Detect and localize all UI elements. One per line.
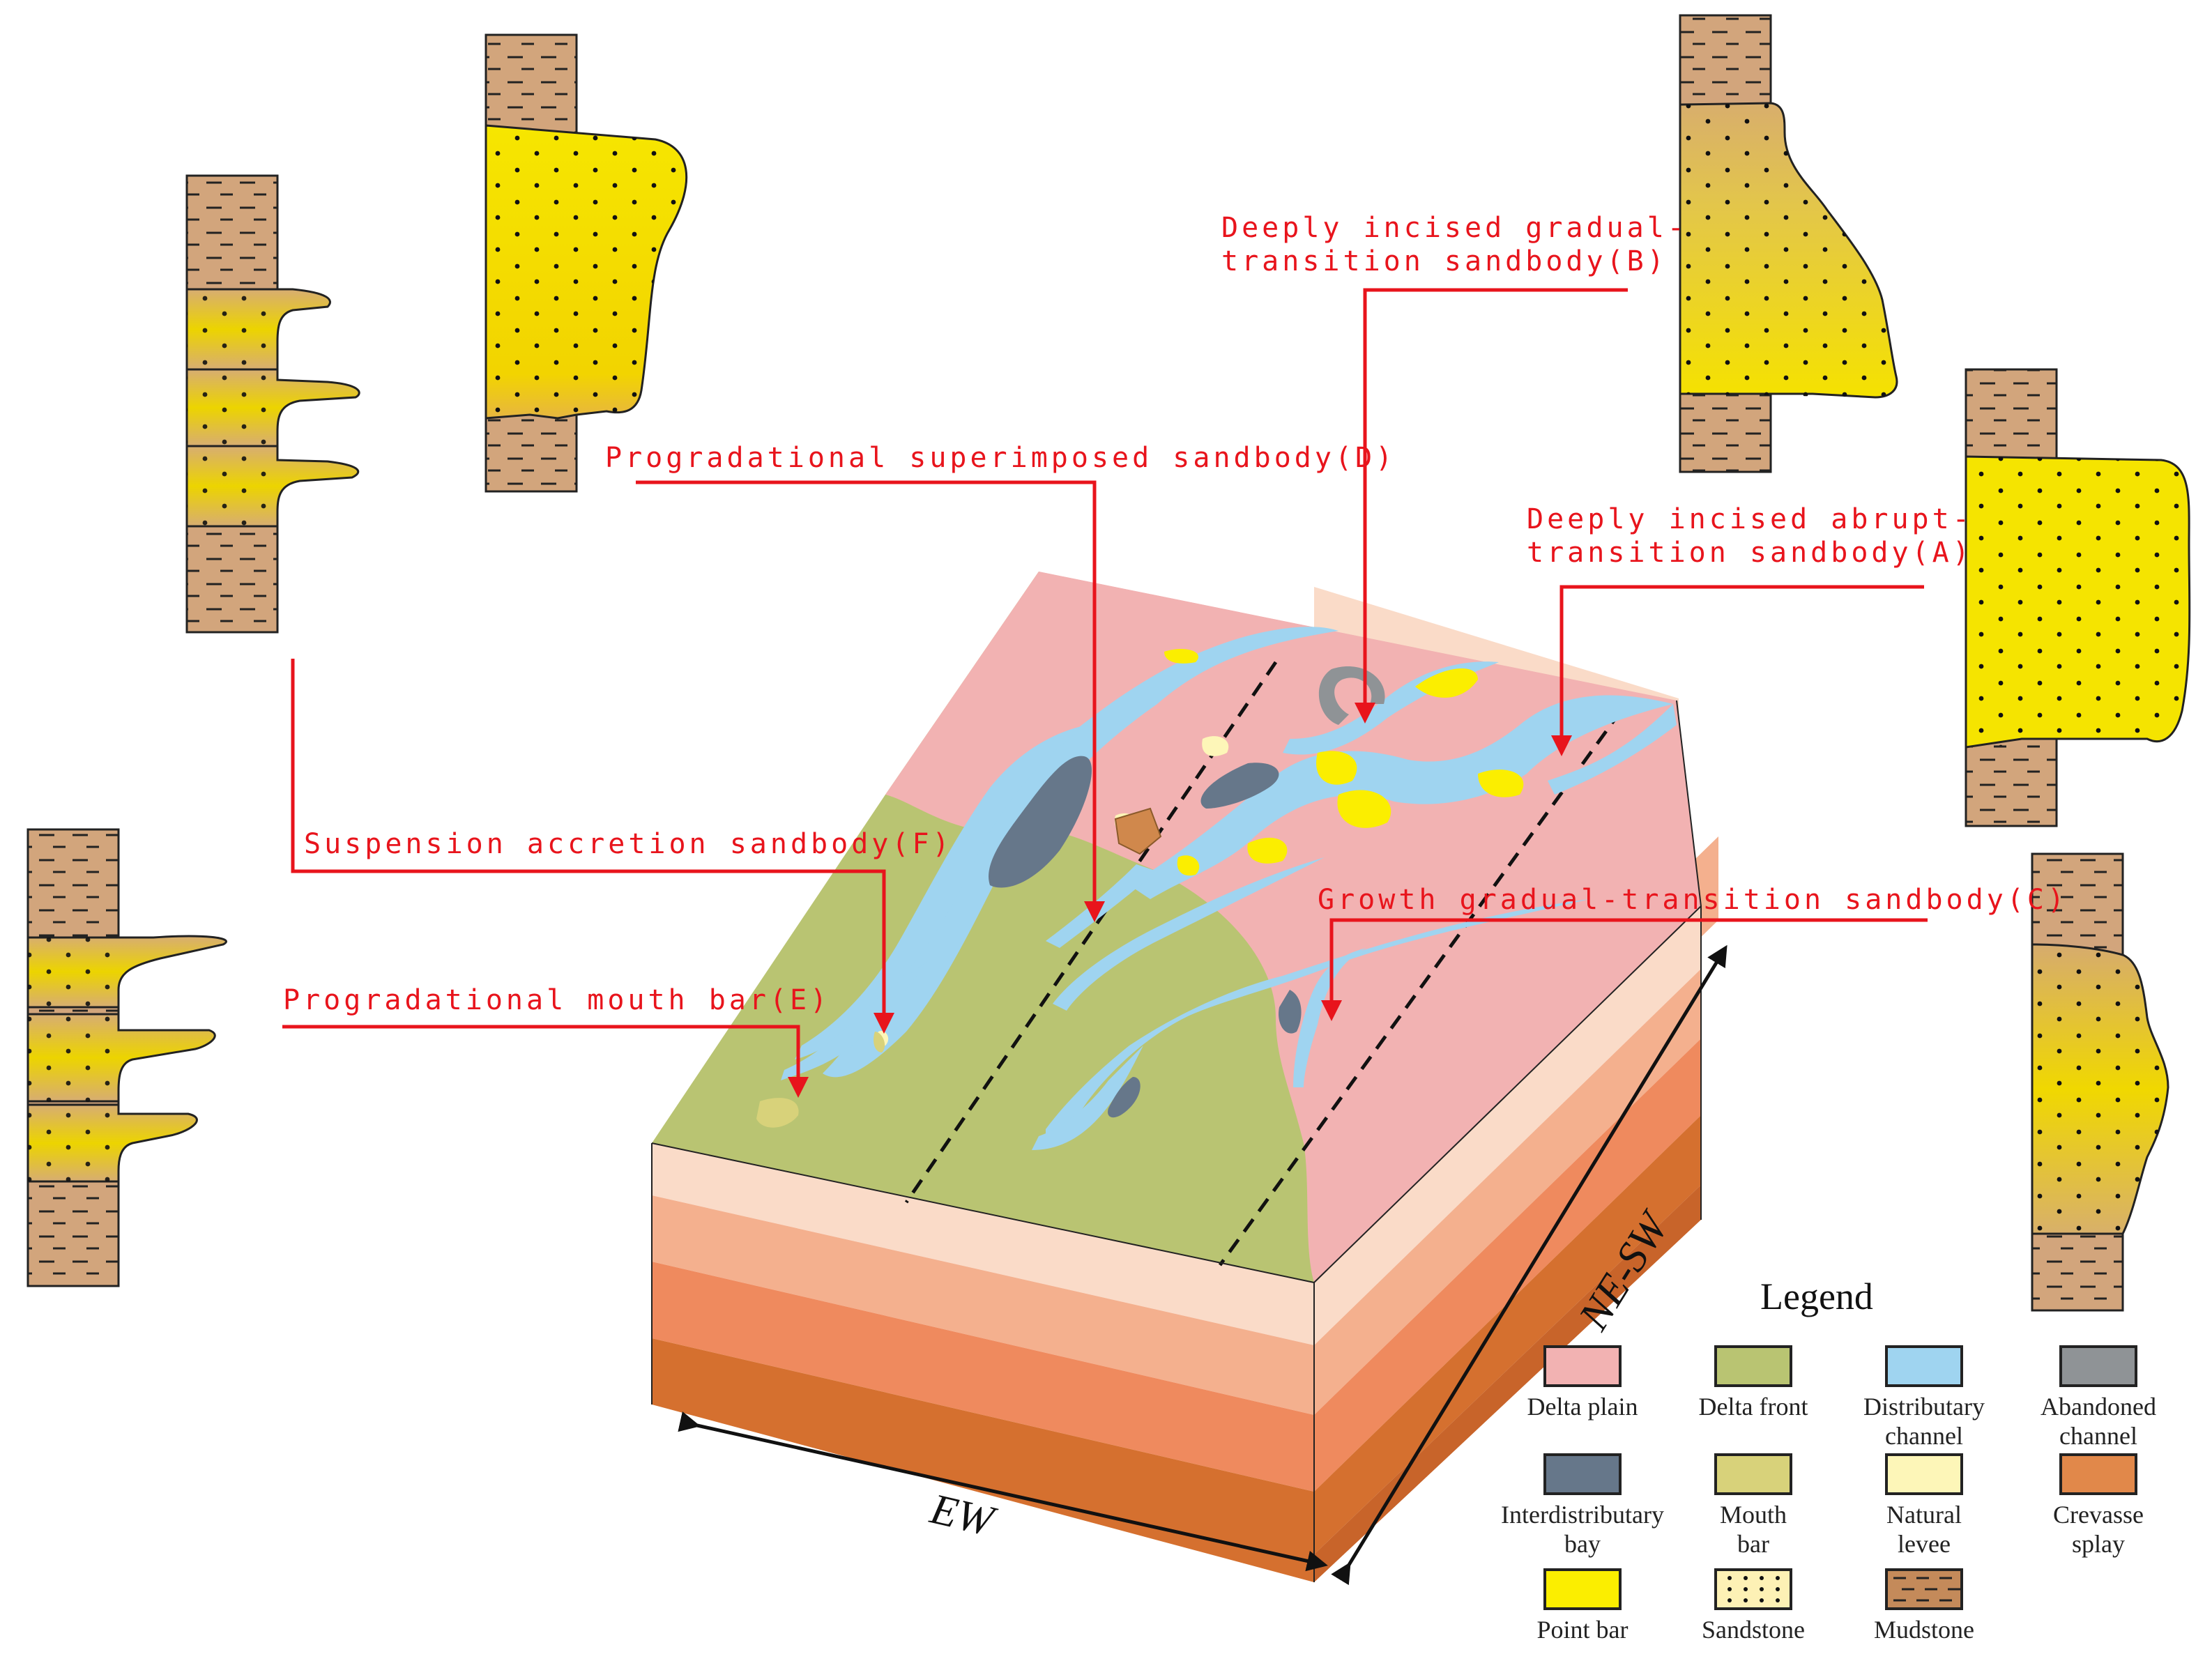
- legend-item: Sandstone: [1702, 1568, 1805, 1644]
- legend-swatch: [2059, 1345, 2137, 1387]
- column-d: [485, 33, 688, 493]
- column-f: [185, 174, 360, 634]
- legend-dot: [1760, 1598, 1764, 1602]
- label-d: Progradational superimposed sandbody(D): [605, 442, 1396, 474]
- legend-label: bay: [1564, 1530, 1601, 1558]
- legend-swatch: [1885, 1453, 1963, 1495]
- legend-dot: [1744, 1587, 1748, 1591]
- legend-swatch: [1714, 1453, 1792, 1495]
- leader-b: [1355, 288, 1628, 724]
- legend-label: levee: [1898, 1530, 1951, 1558]
- legend-swatch: [1543, 1453, 1622, 1495]
- column-a: [1965, 368, 2191, 827]
- legend-dot: [1760, 1587, 1764, 1591]
- legend-swatch: [1714, 1345, 1792, 1387]
- leader-d: [636, 480, 1105, 922]
- legend-label: Mudstone: [1874, 1616, 1974, 1644]
- label-f: Suspension accretion sandbody(F): [304, 828, 953, 860]
- annotation-labels: Deeply incised gradual- transition sandb…: [283, 212, 2068, 1016]
- legend-item: Point bar: [1537, 1568, 1629, 1644]
- legend-swatch: [2059, 1453, 2137, 1495]
- dashed-line-2: [1218, 710, 1623, 1266]
- leader-lines: [282, 288, 1928, 1098]
- legend-dot: [1727, 1587, 1732, 1591]
- leader-a: [1551, 585, 1924, 756]
- abandoned-channel: [1318, 666, 1385, 725]
- label-a-line2: transition sandbody(A): [1527, 537, 1973, 569]
- legend-dot: [1776, 1598, 1780, 1602]
- legend-swatch: [1543, 1568, 1622, 1610]
- leader-c: [1321, 918, 1928, 1021]
- legend-dot: [1727, 1598, 1732, 1602]
- legend-label: Abandoned: [2041, 1393, 2156, 1421]
- legend: Legend Delta plain Delta front Distributar…: [1501, 1276, 2156, 1644]
- leader-f: [291, 659, 894, 1034]
- legend-swatch: [1885, 1568, 1963, 1610]
- crevasse-splay: [1114, 807, 1162, 855]
- column-e: [26, 828, 227, 1287]
- legend-item: Delta front: [1699, 1345, 1808, 1421]
- legend-dot: [1744, 1576, 1748, 1580]
- block-diagram: [651, 572, 1718, 1582]
- legend-swatch: [1885, 1345, 1963, 1387]
- leader-e: [282, 1025, 809, 1098]
- legend-swatch: [1543, 1345, 1622, 1387]
- legend-label: channel: [2059, 1422, 2137, 1450]
- legend-item: Mudstone: [1874, 1568, 1974, 1644]
- label-e: Progradational mouth bar(E): [283, 984, 830, 1016]
- legend-label: bar: [1737, 1530, 1769, 1558]
- legend-label: Mouth: [1720, 1501, 1787, 1529]
- interdistributary-bays: [989, 756, 1302, 1118]
- label-a-line1: Deeply incised abrupt-: [1527, 503, 1973, 535]
- legend-label: Delta plain: [1527, 1393, 1638, 1421]
- point-bars: [1164, 648, 1524, 876]
- column-b: [1679, 14, 1898, 473]
- label-b-line2: transition sandbody(B): [1221, 245, 1668, 277]
- legend-label: Interdistributary: [1501, 1501, 1664, 1529]
- legend-dot: [1776, 1576, 1780, 1580]
- legend-label: Distributary: [1863, 1393, 1985, 1421]
- legend-label: Sandstone: [1702, 1616, 1805, 1644]
- label-b-line1: Deeply incised gradual-: [1221, 212, 1688, 244]
- legend-dot: [1744, 1598, 1748, 1602]
- label-c: Growth gradual-transition sandbody(C): [1318, 884, 2068, 916]
- legend-label: Delta front: [1699, 1393, 1808, 1421]
- legend-dot: [1776, 1587, 1780, 1591]
- legend-dot: [1760, 1576, 1764, 1580]
- legend-item: Delta plain: [1527, 1345, 1638, 1421]
- legend-label: Point bar: [1537, 1616, 1629, 1644]
- legend-label: Crevasse: [2053, 1501, 2144, 1529]
- legend-title: Legend: [1760, 1276, 1873, 1317]
- legend-label: splay: [2072, 1530, 2125, 1558]
- mouth-bar-f: [874, 1032, 885, 1053]
- legend-label: Natural: [1886, 1501, 1962, 1529]
- column-c: [2031, 852, 2169, 1312]
- mouth-bar-e: [756, 1098, 799, 1128]
- legend-dot: [1727, 1576, 1732, 1580]
- legend-label: channel: [1885, 1422, 1963, 1450]
